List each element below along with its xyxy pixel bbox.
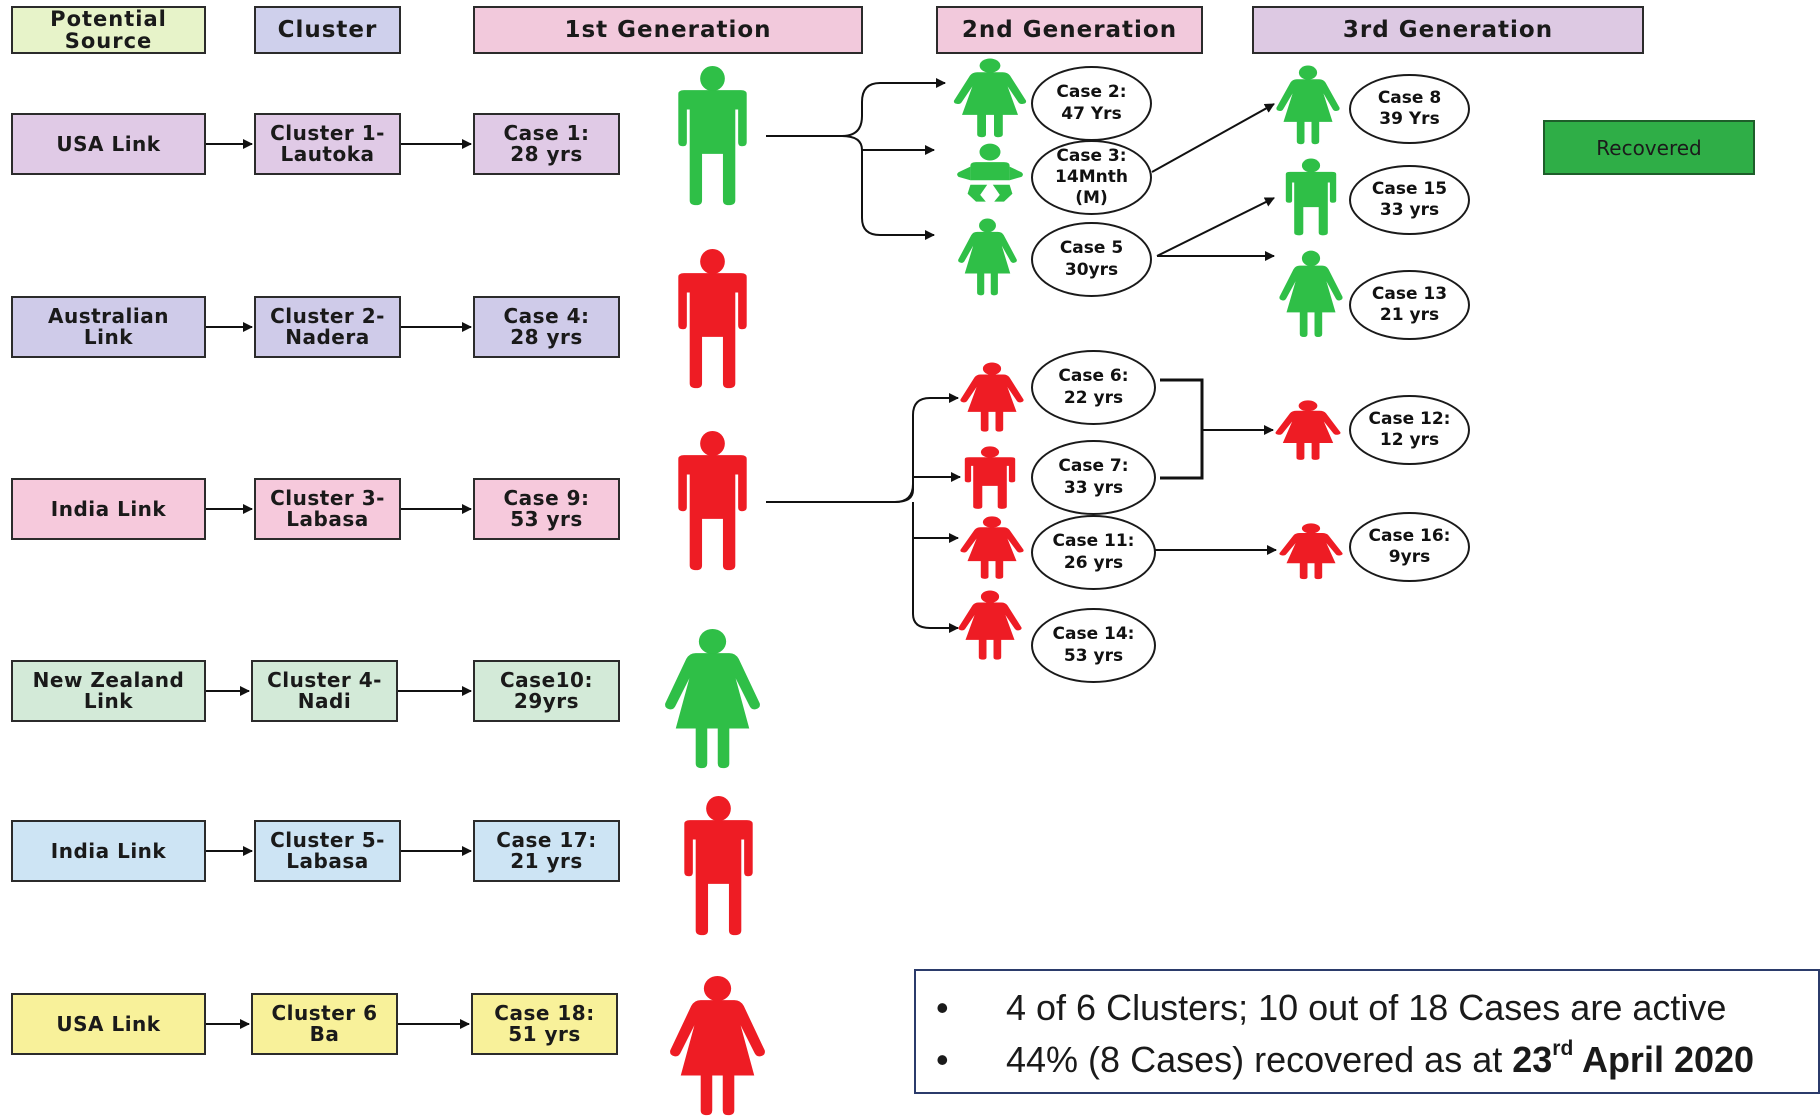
summary-date-day: 23	[1512, 1039, 1553, 1080]
female-person-icon	[1279, 523, 1343, 580]
source-australian-link: Australian Link	[11, 296, 206, 358]
case-1-box: Case 1: 28 yrs	[473, 113, 620, 175]
cluster-2-nadera: Cluster 2- Nadera	[254, 296, 401, 358]
male-person-icon	[1285, 158, 1337, 236]
case-8-label: Case 8 39 Yrs	[1349, 74, 1470, 144]
legend-recovered: Recovered	[1543, 120, 1755, 175]
cluster-3-labasa: Cluster 3- Labasa	[254, 478, 401, 540]
source-india-link-1: India Link	[11, 478, 206, 540]
summary-date-suffix: rd	[1552, 1037, 1574, 1060]
header-2nd-generation: 2nd Generation	[936, 6, 1203, 54]
cluster-5-labasa: Cluster 5- Labasa	[254, 820, 401, 882]
case-7-label: Case 7: 33 yrs	[1031, 440, 1156, 515]
bullet-icon: •	[936, 987, 949, 1028]
female-person-icon	[960, 362, 1024, 432]
case-15-label: Case 15 33 yrs	[1349, 165, 1470, 235]
summary-date-rest: April 2020	[1573, 1039, 1755, 1080]
female-person-icon	[1279, 250, 1343, 337]
case-16-label: Case 16: 9yrs	[1349, 512, 1470, 582]
case-9-box: Case 9: 53 yrs	[473, 478, 620, 540]
male-person-icon	[684, 795, 753, 936]
summary-line-2: 44% (8 Cases) recovered as at 23rd April…	[1006, 1037, 1755, 1081]
female-person-icon	[953, 58, 1027, 138]
header-potential-source: Potential Source	[11, 6, 206, 54]
summary-line-1: 4 of 6 Clusters; 10 out of 18 Cases are …	[1006, 987, 1727, 1028]
case-4-box: Case 4: 28 yrs	[473, 296, 620, 358]
cluster-4-nadi: Cluster 4- Nadi	[251, 660, 398, 722]
case-3-label: Case 3: 14Mnth (M)	[1031, 140, 1152, 215]
case-10-box: Case10: 29yrs	[473, 660, 620, 722]
case-13-label: Case 13 21 yrs	[1349, 270, 1470, 340]
female-person-icon	[958, 590, 1022, 660]
case-6-label: Case 6: 22 yrs	[1031, 350, 1156, 425]
case-5-label: Case 5 30yrs	[1031, 222, 1152, 297]
case-2-label: Case 2: 47 Yrs	[1031, 66, 1152, 141]
case-18-box: Case 18: 51 yrs	[471, 993, 618, 1055]
source-usa-link-2: USA Link	[11, 993, 206, 1055]
cluster-1-lautoka: Cluster 1- Lautoka	[254, 113, 401, 175]
case-14-label: Case 14: 53 yrs	[1031, 608, 1156, 683]
male-person-icon	[964, 446, 1016, 509]
baby-icon	[957, 143, 1023, 202]
cluster-6-ba: Cluster 6 Ba	[251, 993, 398, 1055]
header-1st-generation: 1st Generation	[473, 6, 863, 54]
male-person-icon	[678, 65, 747, 206]
female-person-icon	[960, 516, 1024, 579]
female-person-icon	[670, 975, 765, 1116]
summary-line-2-prefix: 44% (8 Cases) recovered as at	[1006, 1039, 1513, 1080]
summary-box: • 4 of 6 Clusters; 10 out of 18 Cases ar…	[914, 969, 1820, 1094]
female-person-icon	[1276, 65, 1340, 145]
female-person-icon	[1275, 400, 1341, 460]
case-11-label: Case 11: 26 yrs	[1031, 515, 1156, 590]
female-person-icon	[665, 628, 760, 769]
source-india-link-2: India Link	[11, 820, 206, 882]
header-cluster: Cluster	[254, 6, 401, 54]
female-person-icon	[958, 218, 1017, 296]
male-person-icon	[678, 248, 747, 389]
source-usa-link-1: USA Link	[11, 113, 206, 175]
header-3rd-generation: 3rd Generation	[1252, 6, 1644, 54]
case-17-box: Case 17: 21 yrs	[473, 820, 620, 882]
source-new-zealand-link: New Zealand Link	[11, 660, 206, 722]
bullet-icon: •	[936, 1039, 949, 1080]
case-12-label: Case 12: 12 yrs	[1349, 395, 1470, 465]
male-person-icon	[678, 430, 747, 571]
